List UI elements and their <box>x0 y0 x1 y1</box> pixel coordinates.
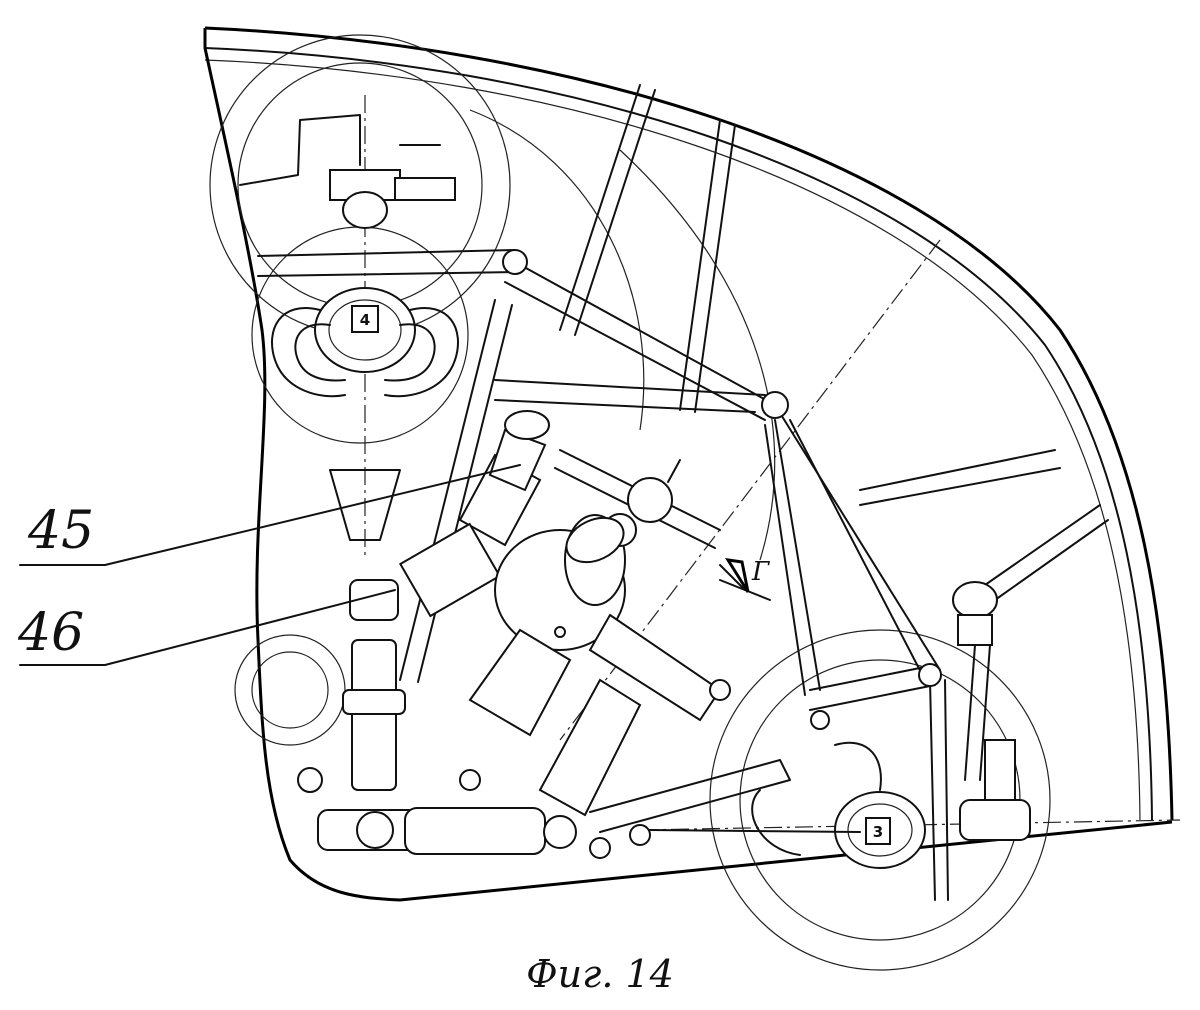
unit-tag-4: 4 <box>360 311 370 329</box>
unit-tag-3: 3 <box>873 823 883 841</box>
upper-unit: 4 <box>239 114 459 541</box>
view-label: Г <box>751 557 770 587</box>
central-tank <box>468 514 722 817</box>
left-pipe-column <box>317 579 546 855</box>
center-lines <box>364 95 1181 831</box>
housing-outline <box>203 26 1174 902</box>
frame-struts <box>257 84 1109 901</box>
figure-caption: Фиг. 14 <box>526 952 674 996</box>
callout-leaders <box>19 464 521 666</box>
valve-cross <box>554 449 771 601</box>
right-unit: 3 <box>589 581 1031 869</box>
callout-46: 46 <box>17 603 84 663</box>
cylinder-45 <box>398 410 550 618</box>
fittings <box>297 679 830 859</box>
unit-tag-3-box <box>865 817 891 845</box>
callout-45: 45 <box>27 501 94 561</box>
unit-tag-4-box <box>351 305 379 333</box>
view-arrow: Г <box>719 557 770 593</box>
